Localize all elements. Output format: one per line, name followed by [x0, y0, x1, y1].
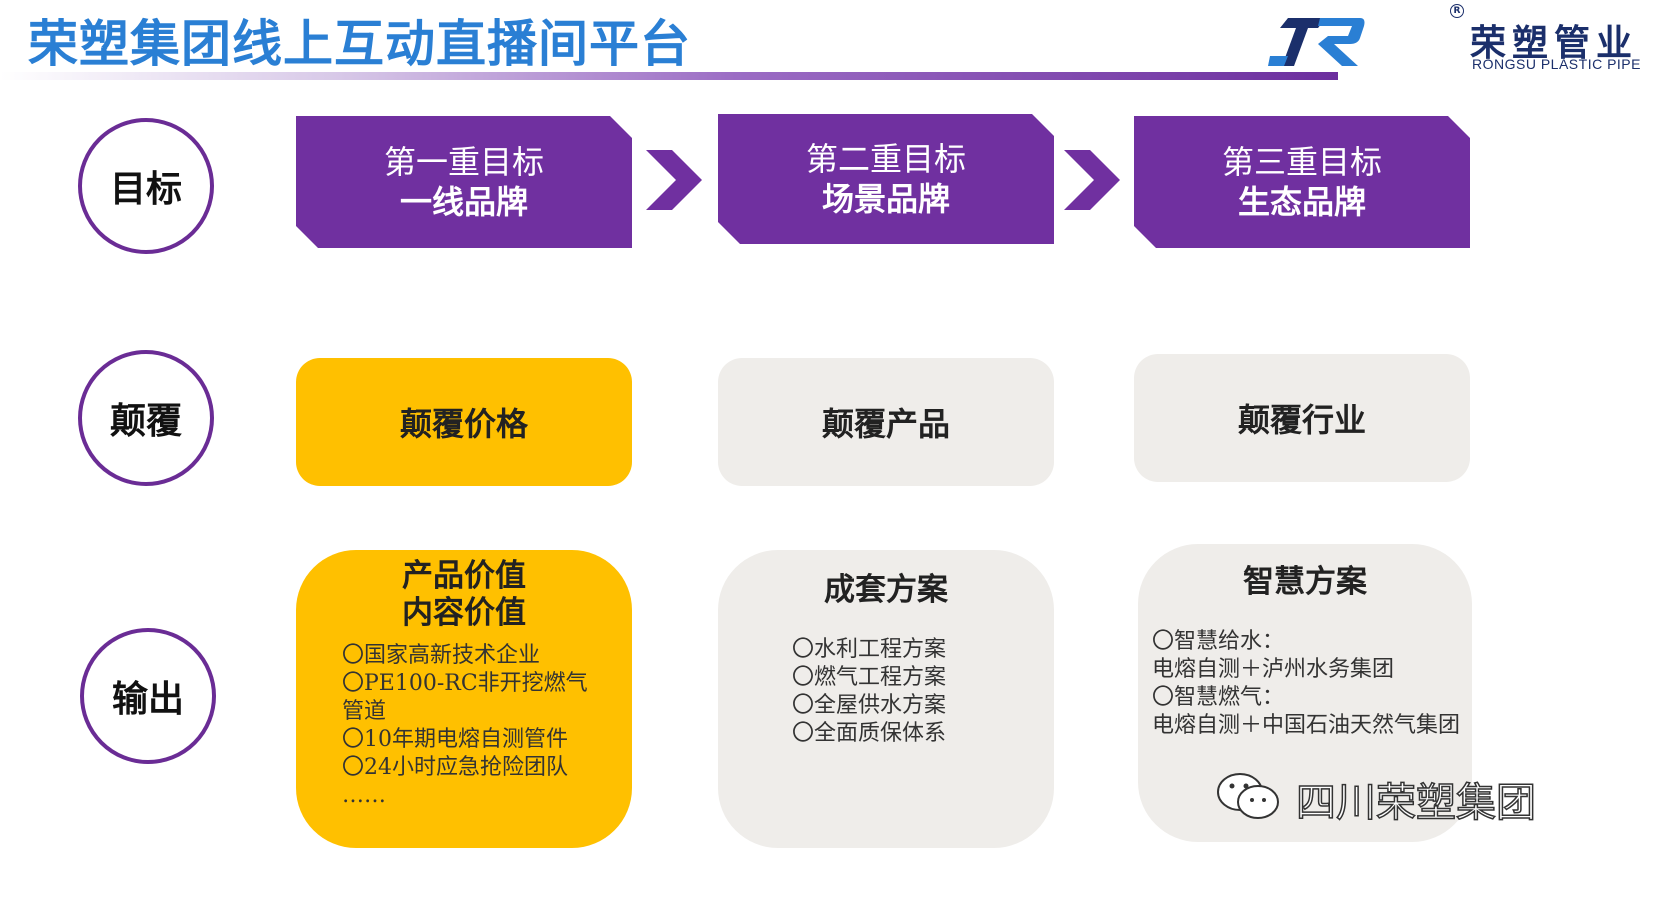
row-label-output: 输出 — [80, 628, 216, 764]
row-label-goal: 目标 — [78, 118, 214, 254]
output-card-2: 成套方案 〇水利工程方案 〇燃气工程方案 〇全屋供水方案 〇全面质保体系 — [718, 550, 1054, 848]
logo-name: 荣塑管业 — [1470, 23, 1639, 64]
goal-card-2: 第二重目标 场景品牌 — [718, 114, 1054, 244]
goal-card-3: 第三重目标 生态品牌 — [1134, 116, 1470, 248]
output-1-item: 〇10年期电熔自测管件 — [342, 727, 568, 752]
goal-2-brand: 场景品牌 — [821, 180, 950, 218]
output-2-item: 〇水利工程方案 — [792, 637, 947, 662]
output-1-item: 〇24小时应急抢险团队 — [342, 755, 568, 780]
output-1-item: …… — [342, 783, 386, 808]
logo-english-name: RONGSU PLASTIC PIPE — [1472, 56, 1641, 72]
output-3-item: 〇智慧给水： — [1152, 629, 1285, 654]
output-1-heading-content: 内容价值 — [402, 595, 526, 631]
output-2-item: 〇燃气工程方案 — [792, 665, 947, 690]
rongsu-logo-icon — [1268, 18, 1365, 66]
title-underline — [0, 72, 1338, 80]
goal-card-1: 第一重目标 一线品牌 — [296, 116, 632, 248]
chevron-right-icon — [646, 150, 702, 210]
output-2-heading: 成套方案 — [824, 572, 948, 608]
output-1-item: 〇PE100-RC非开挖燃气 — [342, 671, 588, 696]
disrupt-card-industry: 颠覆行业 — [1134, 354, 1470, 482]
watermark-text: 四川荣塑集团 — [1295, 779, 1537, 827]
goal-3-brand: 生态品牌 — [1237, 183, 1366, 221]
output-1-item: 〇国家高新技术企业 — [342, 643, 541, 668]
disrupt-card-product: 颠覆产品 — [718, 358, 1054, 486]
output-card-1: 产品价值 内容价值 〇国家高新技术企业 〇PE100-RC非开挖燃气 管道 〇1… — [296, 550, 632, 848]
chevron-right-icon — [1064, 150, 1120, 210]
output-3-item: 电熔自测＋泸州水务集团 — [1152, 657, 1395, 682]
wechat-icon — [1217, 773, 1279, 819]
page-title: 荣塑集团线上互动直播间平台 — [28, 15, 691, 73]
registered-mark: R — [1450, 4, 1464, 18]
output-2-item: 〇全面质保体系 — [792, 721, 947, 746]
goal-1-title: 第一重目标 — [383, 143, 544, 181]
row-label-disrupt: 颠覆 — [78, 350, 214, 486]
goal-3-title: 第三重目标 — [1221, 143, 1382, 181]
output-1-item: 管道 — [342, 699, 387, 724]
goal-1-brand: 一线品牌 — [399, 183, 528, 221]
output-3-item: 电熔自测＋中国石油天然气集团 — [1152, 713, 1461, 738]
output-1-heading-product: 产品价值 — [402, 558, 526, 594]
output-card-3: 智慧方案 〇智慧给水： 电熔自测＋泸州水务集团 〇智慧燃气： 电熔自测＋中国石油… — [1138, 544, 1472, 842]
output-2-item: 〇全屋供水方案 — [792, 693, 947, 718]
output-3-heading: 智慧方案 — [1243, 564, 1367, 600]
disrupt-card-price: 颠覆价格 — [296, 358, 632, 486]
goal-2-title: 第二重目标 — [805, 140, 966, 178]
output-3-item: 〇智慧燃气： — [1152, 685, 1285, 710]
